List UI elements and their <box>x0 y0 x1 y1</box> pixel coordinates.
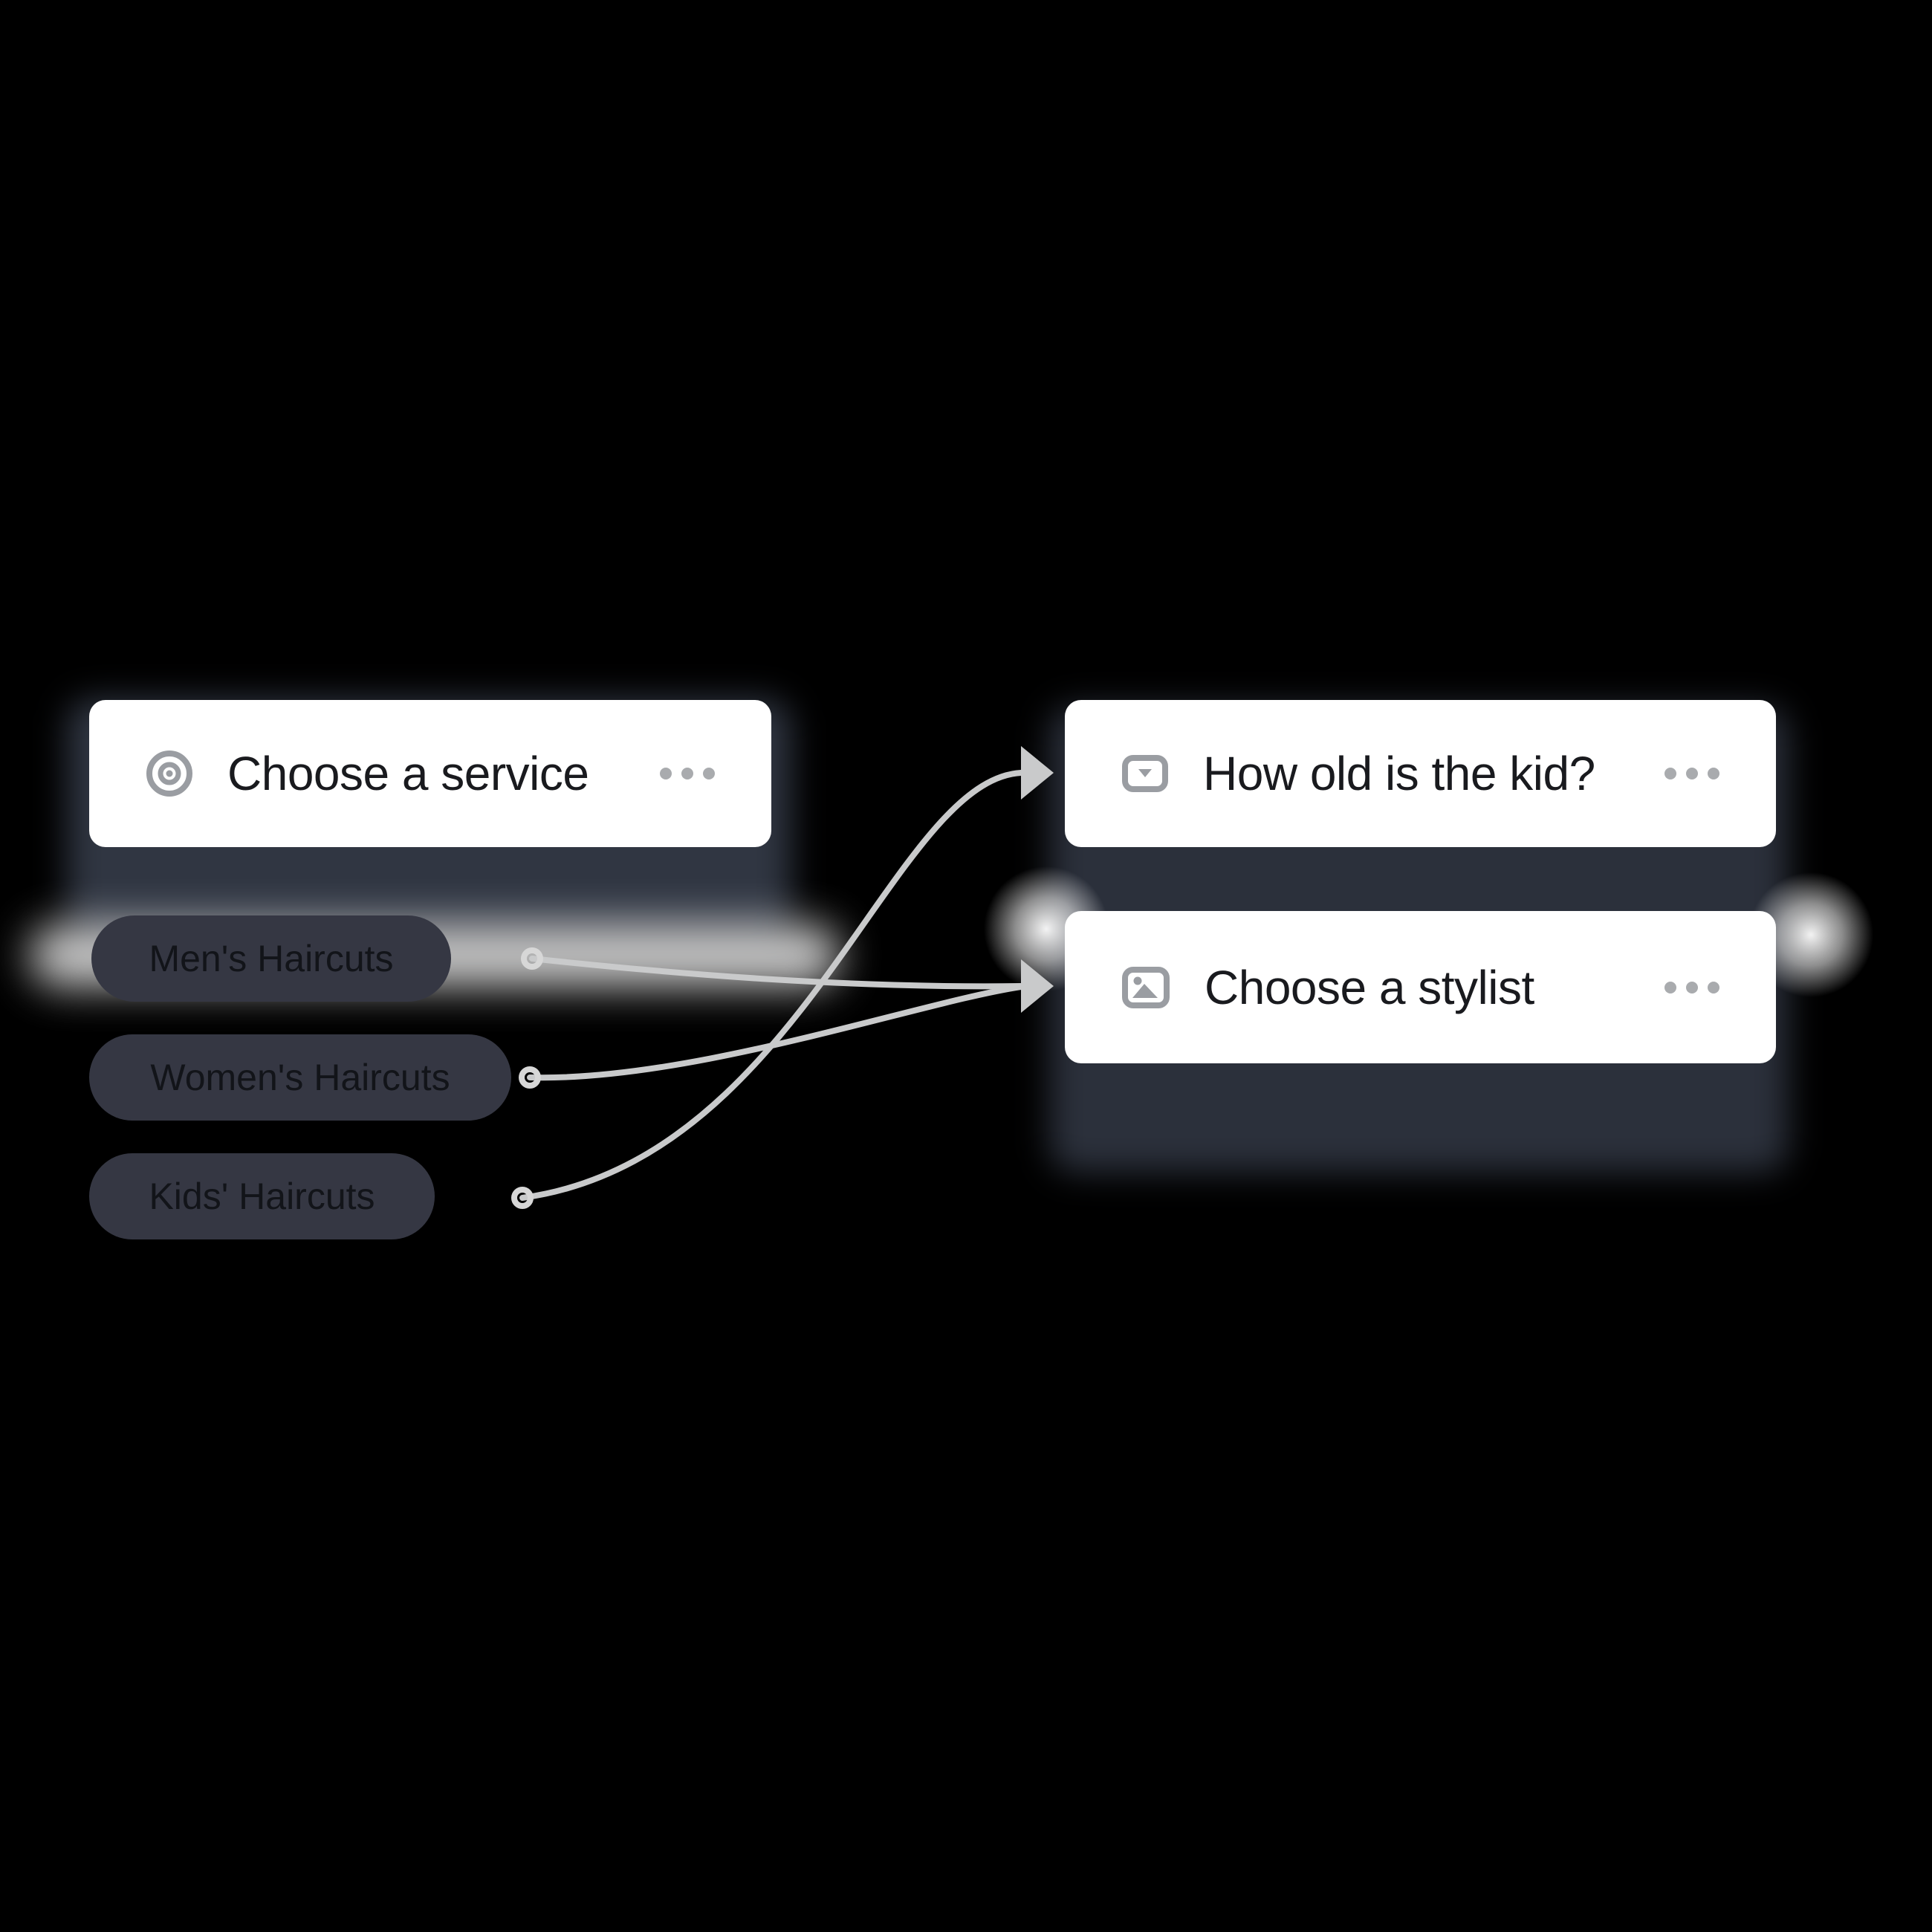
connector-kids-to-age <box>519 770 1024 1201</box>
more-menu-button[interactable] <box>1664 981 1719 993</box>
connection-port-mens[interactable] <box>521 947 543 970</box>
option-pill-womens-haircuts[interactable]: Women's Haircuts <box>89 1034 511 1121</box>
connector-mens-to-stylist <box>529 956 1024 990</box>
connector-womens-to-stylist <box>527 984 1024 1081</box>
option-label: Men's Haircuts <box>149 938 394 979</box>
connection-port-womens[interactable] <box>519 1066 541 1089</box>
target-icon <box>146 751 192 797</box>
more-menu-button[interactable] <box>1664 768 1719 779</box>
dropdown-field-icon <box>1122 755 1168 792</box>
arrowhead-into-age-card <box>1021 746 1054 800</box>
option-pill-kids-haircuts[interactable]: Kids' Haircuts <box>89 1153 435 1239</box>
step-title: Choose a stylist <box>1205 960 1534 1014</box>
arrowhead-into-stylist-card <box>1021 959 1054 1013</box>
connection-port-kids[interactable] <box>511 1187 534 1209</box>
step-card-choose-service[interactable]: Choose a service <box>89 700 771 847</box>
more-menu-button[interactable] <box>660 768 715 779</box>
step-title: Choose a service <box>227 747 589 800</box>
option-label: Women's Haircuts <box>150 1057 450 1098</box>
option-label: Kids' Haircuts <box>149 1176 375 1217</box>
step-title: How old is the kid? <box>1203 747 1595 800</box>
option-pill-mens-haircuts[interactable]: Men's Haircuts <box>91 915 451 1002</box>
image-choice-icon <box>1122 966 1170 1008</box>
step-card-choose-stylist[interactable]: Choose a stylist <box>1065 911 1776 1063</box>
step-card-how-old[interactable]: How old is the kid? <box>1065 700 1776 847</box>
